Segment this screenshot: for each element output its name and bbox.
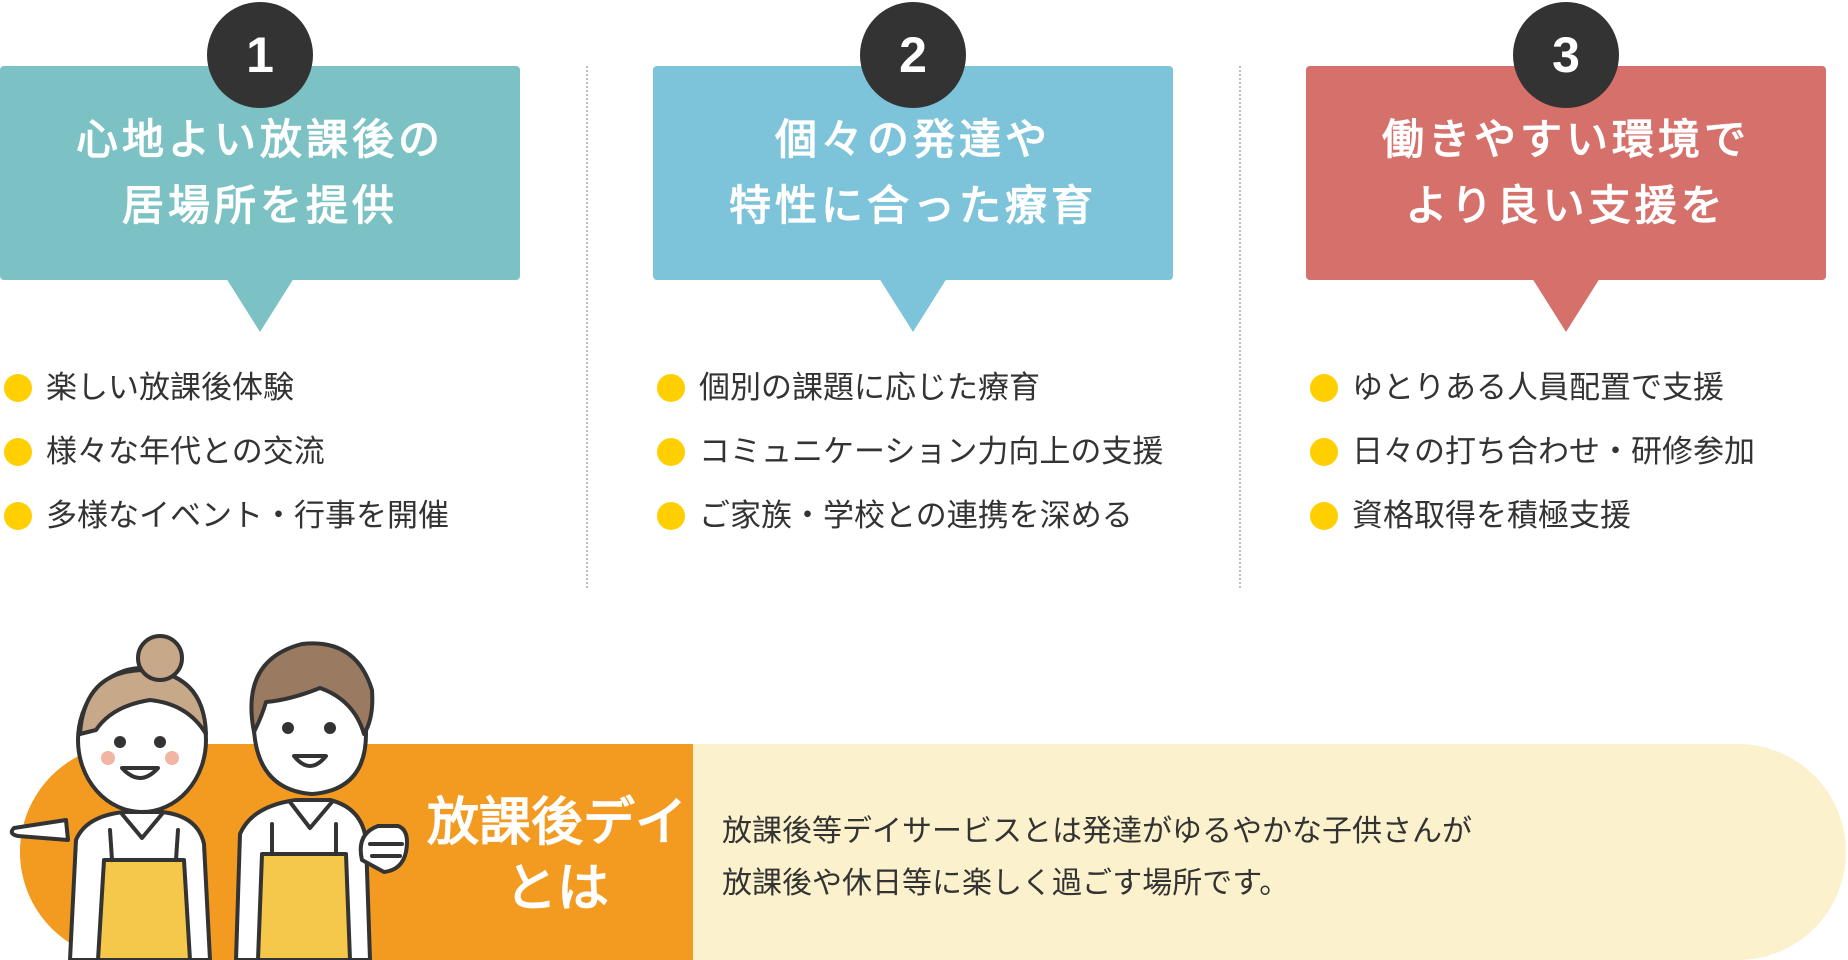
bullet-item: ご家族・学校との連携を深める (657, 488, 1163, 552)
headline-line: 働きやすい環境で (1381, 115, 1750, 164)
feature-card-1: 1 心地よい放課後の 居場所を提供 楽しい放課後体験 様々な年代との交流 多様な… (0, 0, 520, 580)
bullet-item: 多様なイベント・行事を開催 (4, 488, 449, 552)
headline-line: 特性に合った療育 (728, 181, 1097, 230)
bullet-item: コミュニケーション力向上の支援 (657, 424, 1163, 488)
bullet-list: 個別の課題に応じた療育 コミュニケーション力向上の支援 ご家族・学校との連携を深… (657, 360, 1163, 552)
bullet-item: ゆとりある人員配置で支援 (1310, 360, 1755, 424)
number-badge: 2 (860, 2, 966, 108)
bullet-item: 個別の課題に応じた療育 (657, 360, 1163, 424)
bullet-item: 日々の打ち合わせ・研修参加 (1310, 424, 1755, 488)
headline-line: より良い支援を (1405, 181, 1727, 230)
bullet-list: 楽しい放課後体験 様々な年代との交流 多様なイベント・行事を開催 (4, 360, 449, 552)
headline-line: 心地よい放課後の (75, 115, 444, 164)
about-description: 放課後等デイサービスとは発達がゆるやかな子供さんが 放課後や休日等に楽しく過ごす… (722, 806, 1472, 910)
number-badge: 1 (207, 2, 313, 108)
bullet-item: 資格取得を積極支援 (1310, 488, 1755, 552)
about-label-line: とは (504, 859, 609, 919)
headline-line: 個々の発達や (774, 115, 1051, 164)
column-divider (1239, 66, 1241, 588)
feature-card-3: 3 働きやすい環境で より良い支援を ゆとりある人員配置で支援 日々の打ち合わせ… (1306, 0, 1826, 580)
about-text-line: 放課後や休日等に楽しく過ごす場所です。 (722, 866, 1290, 901)
number-badge: 3 (1513, 2, 1619, 108)
bullet-list: ゆとりある人員配置で支援 日々の打ち合わせ・研修参加 資格取得を積極支援 (1310, 360, 1755, 552)
feature-card-2: 2 個々の発達や 特性に合った療育 個別の課題に応じた療育 コミュニケーション力… (653, 0, 1173, 580)
about-label-line: 放課後デイ (426, 793, 687, 853)
bullet-item: 楽しい放課後体験 (4, 360, 449, 424)
about-text-line: 放課後等デイサービスとは発達がゆるやかな子供さんが (722, 814, 1472, 849)
about-label: 放課後デイ とは (412, 790, 702, 922)
bullet-item: 様々な年代との交流 (4, 424, 449, 488)
column-divider (586, 66, 588, 588)
staff-couple-illustration (9, 634, 409, 960)
headline-line: 居場所を提供 (121, 181, 398, 230)
